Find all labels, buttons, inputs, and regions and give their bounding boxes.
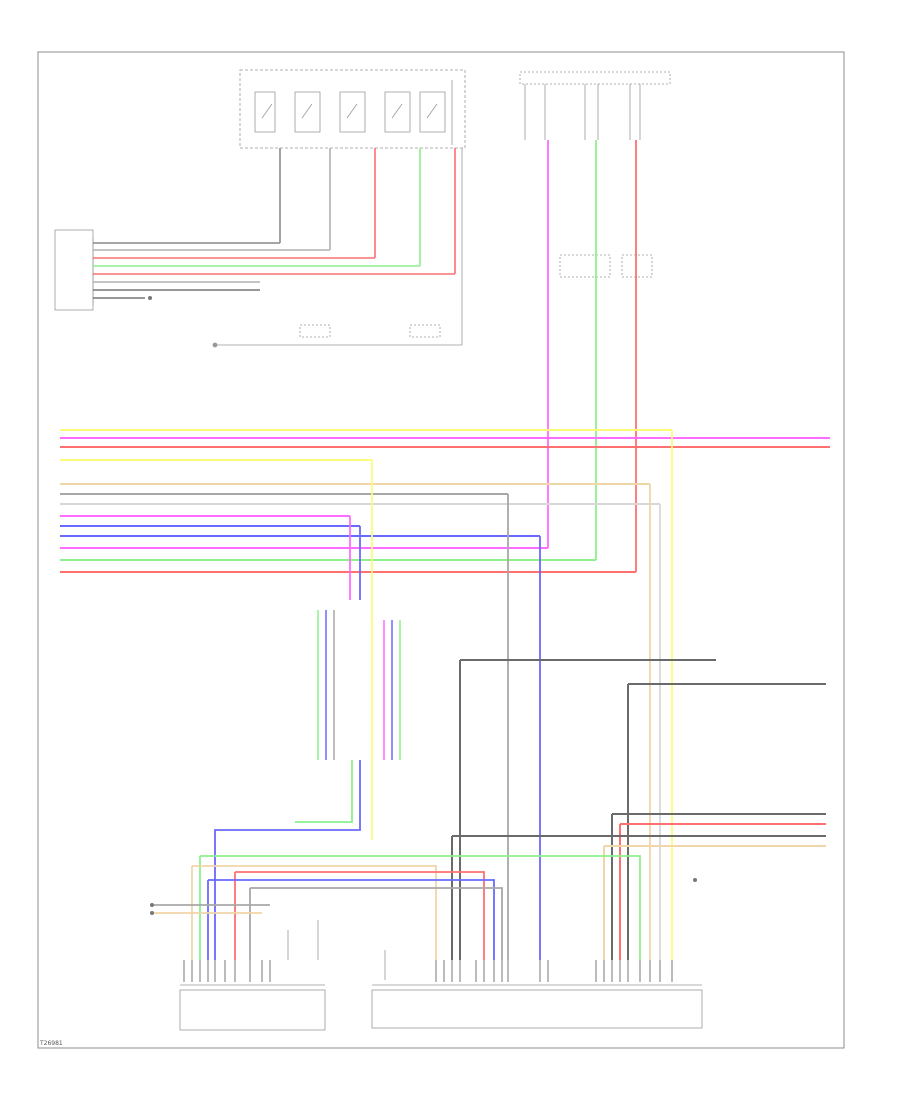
left-box-wires <box>93 148 456 299</box>
bus-group-1 <box>60 429 830 461</box>
left-connector-box <box>54 229 94 311</box>
top-right-sensors <box>519 71 671 278</box>
ground-row <box>212 148 463 348</box>
bus-group-2 <box>60 483 660 573</box>
sensor-vertical-wires <box>547 140 637 572</box>
lower-left-harness <box>152 760 641 960</box>
ground-markers <box>148 296 697 915</box>
middle-relay-blocks <box>317 610 401 760</box>
bottom-connectors <box>179 920 703 1031</box>
page-id: T26981 <box>40 1040 63 1047</box>
vertical-drop-wires <box>349 430 673 960</box>
diagram-border <box>37 51 845 1049</box>
pin-stubs <box>183 960 673 982</box>
top-switch-assembly <box>239 69 466 149</box>
